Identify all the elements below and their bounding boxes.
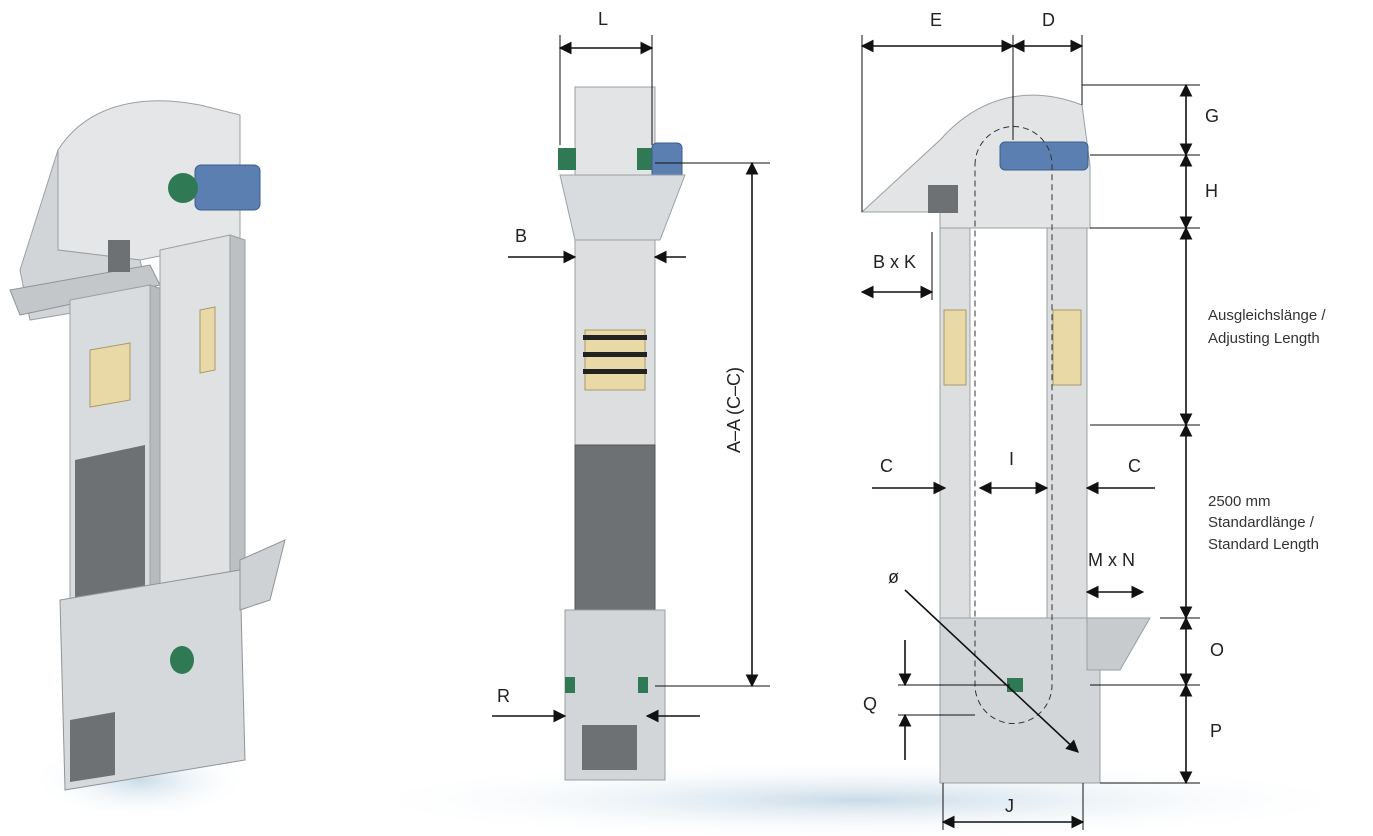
bucket-elevator-3d-icon [9,100,286,791]
adjusting-length-en: Adjusting Length [1208,330,1320,347]
standard-length-de: Standardlänge / [1208,514,1315,531]
standard-length-en: Standard Length [1208,536,1319,553]
dim-MN-label: M x N [1088,550,1135,570]
dim-I-label: I [1009,449,1014,469]
standard-length-mm: 2500 mm [1208,493,1271,510]
dim-A-label: A–A (C–C) [724,367,744,453]
dim-diameter-label: ø [888,567,899,587]
gear-motor-icon [194,164,261,211]
dim-C-left-label: C [880,456,893,476]
dim-O-label: O [1210,640,1224,660]
dim-R-label: R [497,686,510,706]
adjusting-length-de: Ausgleichslänge / [1208,307,1326,324]
dim-B-label: B [515,226,527,246]
front-view [860,94,1151,784]
dim-BK-label: B x K [873,252,916,272]
floor-shadow [340,760,1373,836]
front-view-dimensions: E D G H Ausgleichslänge / Adjusting Leng… [860,10,1326,830]
dim-E-label: E [930,10,942,30]
dim-D-label: D [1042,10,1055,30]
dim-L-label: L [598,9,608,29]
side-view-dimensions: L B A–A (C–C) R [492,9,770,723]
dim-P-label: P [1210,721,1222,741]
dim-H-label: H [1205,181,1218,201]
dim-Q-label: Q [863,694,877,714]
dim-G-label: G [1205,106,1219,126]
side-view [558,86,686,781]
dim-J-label: J [1005,796,1014,816]
dim-C-right-label: C [1128,456,1141,476]
